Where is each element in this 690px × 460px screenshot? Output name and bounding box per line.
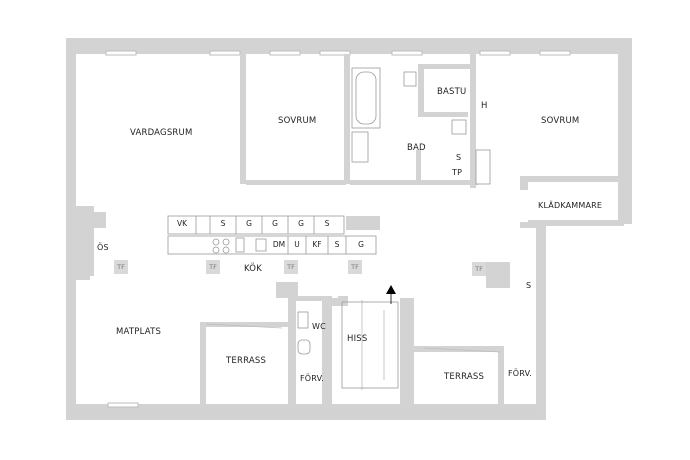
room-label-vardagsrum: VARDAGSRUM bbox=[130, 128, 193, 138]
room-label-sovrum-2: SOVRUM bbox=[541, 116, 580, 126]
wc-fixtures bbox=[297, 311, 311, 355]
kitchen-cell-upper-g2: G bbox=[272, 219, 278, 228]
terrace-roof-lines bbox=[70, 411, 540, 417]
room-label-bastu: BASTU bbox=[437, 87, 467, 97]
kitchen-cell-dm: DM bbox=[272, 240, 286, 249]
room-label-h: H bbox=[481, 101, 488, 111]
kitchen-cell-kf: KF bbox=[312, 240, 322, 249]
kitchen-cell-vk: VK bbox=[176, 219, 188, 228]
stove-icon bbox=[212, 237, 267, 254]
kitchen-counter bbox=[167, 215, 377, 255]
kitchen-cell-upper-s2: S bbox=[324, 219, 330, 228]
kitchen-cell-upper-s1: S bbox=[220, 219, 226, 228]
room-label-bad: BAD bbox=[407, 143, 426, 153]
elevator-shaft bbox=[341, 301, 399, 389]
windows bbox=[105, 50, 571, 408]
kitchen-cell-u: U bbox=[294, 240, 300, 249]
room-label-wc: WC bbox=[312, 322, 326, 331]
bathtub-icon bbox=[351, 67, 491, 185]
doors bbox=[205, 300, 501, 390]
entrance-arrow-icon bbox=[386, 285, 396, 294]
room-label-sovrum-1: SOVRUM bbox=[278, 116, 317, 126]
kitchen-cell-lower-s: S bbox=[334, 240, 340, 249]
room-label-forv-1: FÖRV. bbox=[300, 374, 325, 383]
room-label-kladkammare: KLÄDKAMMARE bbox=[538, 201, 603, 210]
room-label-tp: TP bbox=[452, 168, 463, 177]
room-label-hiss: HISS bbox=[347, 334, 368, 344]
tf-marker-3: TF bbox=[284, 260, 298, 274]
room-label-matplats: MATPLATS bbox=[116, 327, 162, 337]
kitchen-dividers bbox=[195, 216, 347, 254]
tf-marker-4: TF bbox=[348, 260, 362, 274]
tf-marker-5: TF bbox=[472, 262, 486, 276]
tf-marker-2: TF bbox=[206, 260, 220, 274]
room-label-os: ÖS bbox=[97, 243, 109, 252]
interior-walls bbox=[76, 54, 632, 406]
room-label-kok: KÖK bbox=[244, 264, 262, 274]
tf-marker-1: TF bbox=[114, 260, 128, 274]
room-label-s-storage: S bbox=[456, 153, 462, 162]
room-label-forv-2: FÖRV. bbox=[508, 369, 533, 378]
room-label-s-wardrobe: S bbox=[526, 281, 532, 290]
kitchen-cell-lower-g: G bbox=[358, 240, 364, 249]
kitchen-cell-upper-g1: G bbox=[246, 219, 252, 228]
kitchen-cell-upper-g3: G bbox=[298, 219, 304, 228]
room-label-terrass-1: TERRASS bbox=[226, 356, 267, 366]
room-label-terrass-2: TERRASS bbox=[444, 372, 485, 382]
